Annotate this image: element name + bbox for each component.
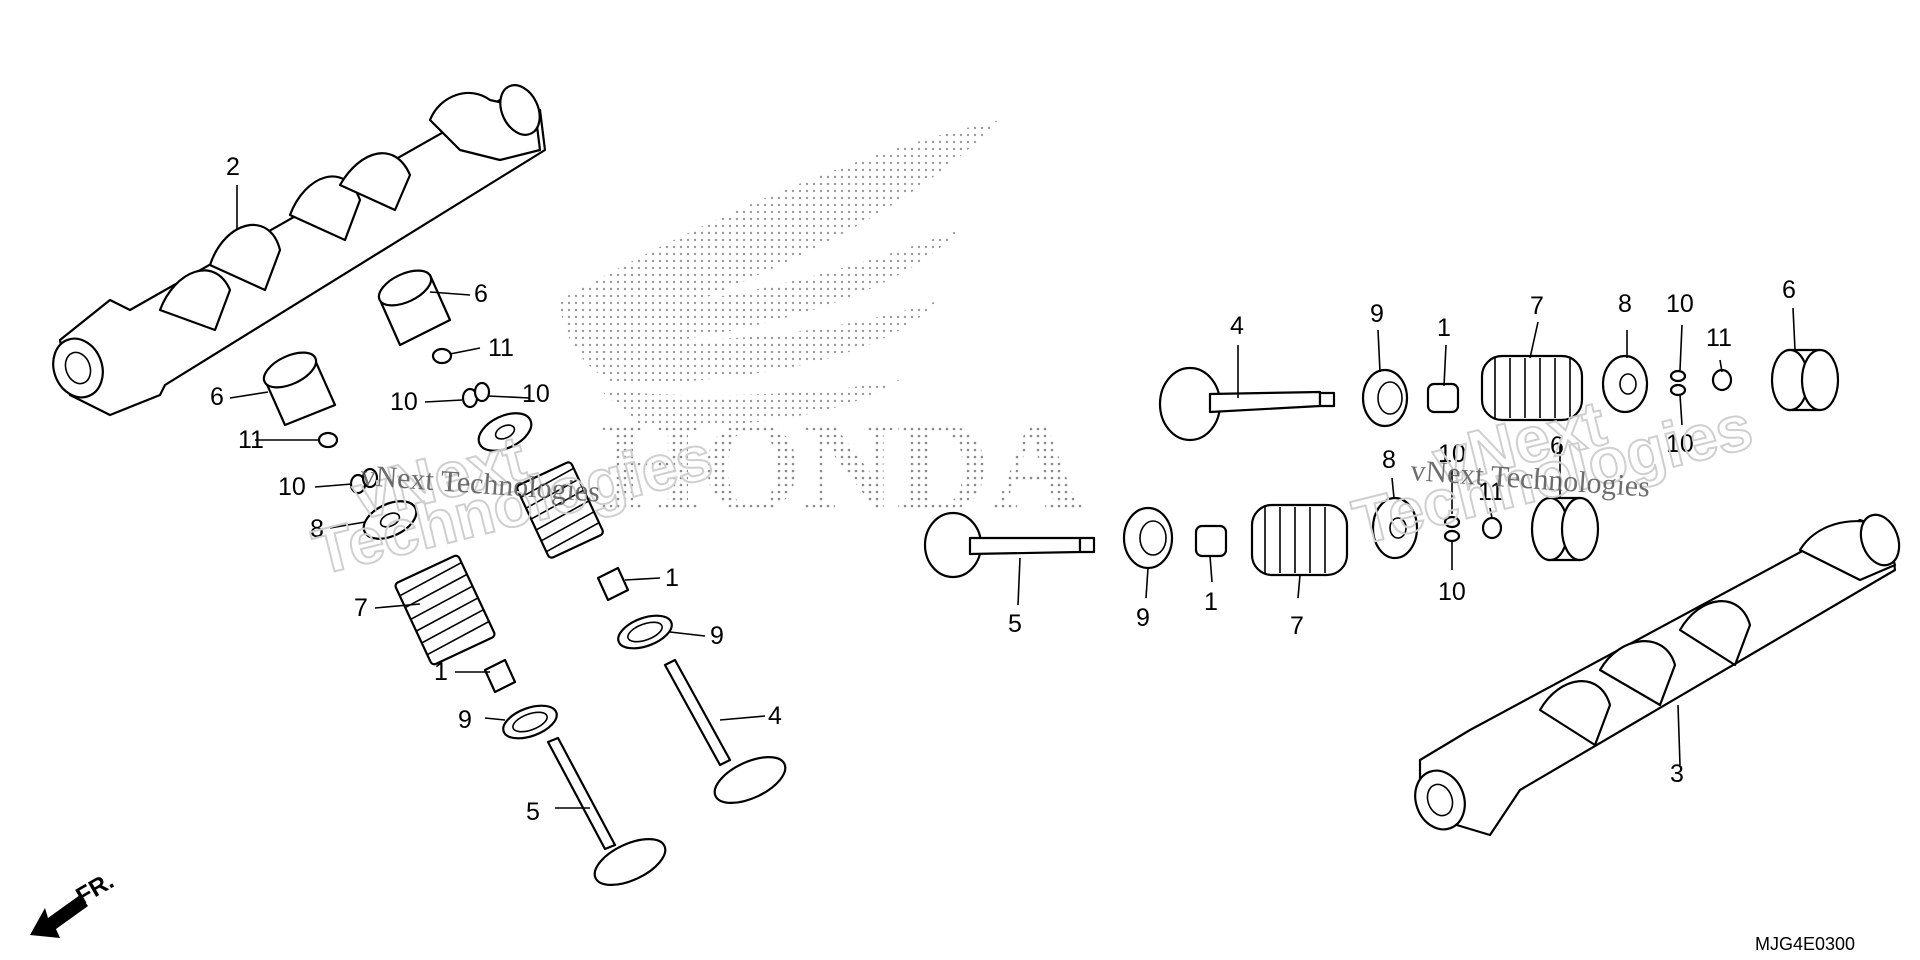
label-part-1-bottom: 1 (1204, 588, 1218, 616)
brand-wing-watermark: HONDA (560, 120, 1084, 539)
label-part-8-top: 8 (1618, 290, 1632, 318)
right-parts-bottom (923, 496, 1600, 579)
label-part-11-top: 11 (1706, 324, 1732, 352)
left-parts (262, 269, 787, 886)
label-part-1-top: 1 (1437, 314, 1451, 342)
label-part-4-left: 4 (768, 702, 782, 730)
label-part-6-lower: 6 (210, 383, 224, 411)
label-part-9-bottom: 9 (1136, 604, 1150, 632)
label-part-11-bottom: 11 (1478, 478, 1504, 506)
right-parts-top (1158, 348, 1840, 442)
label-part-7-top: 7 (1530, 292, 1544, 320)
front-direction-marker: FR. (30, 867, 118, 938)
label-part-6-bottom: 6 (1550, 432, 1564, 460)
leader-lines (229, 185, 1796, 809)
label-part-10-top-lower: 10 (1666, 430, 1694, 458)
label-part-3: 3 (1670, 760, 1684, 788)
label-part-11-upper: 11 (488, 334, 514, 362)
front-arrow-icon (30, 895, 88, 938)
label-part-1-left: 1 (434, 658, 448, 686)
label-part-10-bottom-lower: 10 (1438, 578, 1466, 606)
label-part-5-right: 5 (1008, 610, 1022, 638)
camshaft-right (1414, 513, 1901, 837)
label-part-10-a: 10 (390, 388, 418, 416)
label-part-9-top: 9 (1370, 300, 1384, 328)
label-part-10-top: 10 (1666, 290, 1694, 318)
label-part-4-right: 4 (1230, 312, 1244, 340)
camshaft-left (52, 84, 547, 417)
label-part-10-bottom-upper: 10 (1438, 440, 1466, 468)
label-part-10-c: 10 (278, 473, 306, 501)
label-part-8-left: 8 (310, 515, 324, 543)
label-part-6-upper: 6 (474, 280, 488, 308)
label-part-9-mid: 9 (710, 622, 724, 650)
label-part-1-mid: 1 (665, 564, 679, 592)
label-part-7-bottom: 7 (1290, 612, 1304, 640)
part-labels: 2 6 6 11 11 10 10 10 8 7 1 9 5 1 9 4 4 9… (210, 153, 1796, 826)
label-part-5-left: 5 (526, 798, 540, 826)
label-part-8-bottom: 8 (1382, 446, 1396, 474)
label-part-9-left: 9 (458, 706, 472, 734)
label-part-6-right: 6 (1782, 276, 1796, 304)
label-part-11-lower: 11 (238, 426, 264, 454)
diagram-code: MJG4E0300 (1755, 934, 1855, 954)
label-part-2: 2 (226, 153, 240, 181)
label-part-7-left: 7 (354, 594, 368, 622)
label-part-10-b: 10 (522, 380, 550, 408)
brand-watermark-text: HONDA (600, 395, 1084, 539)
